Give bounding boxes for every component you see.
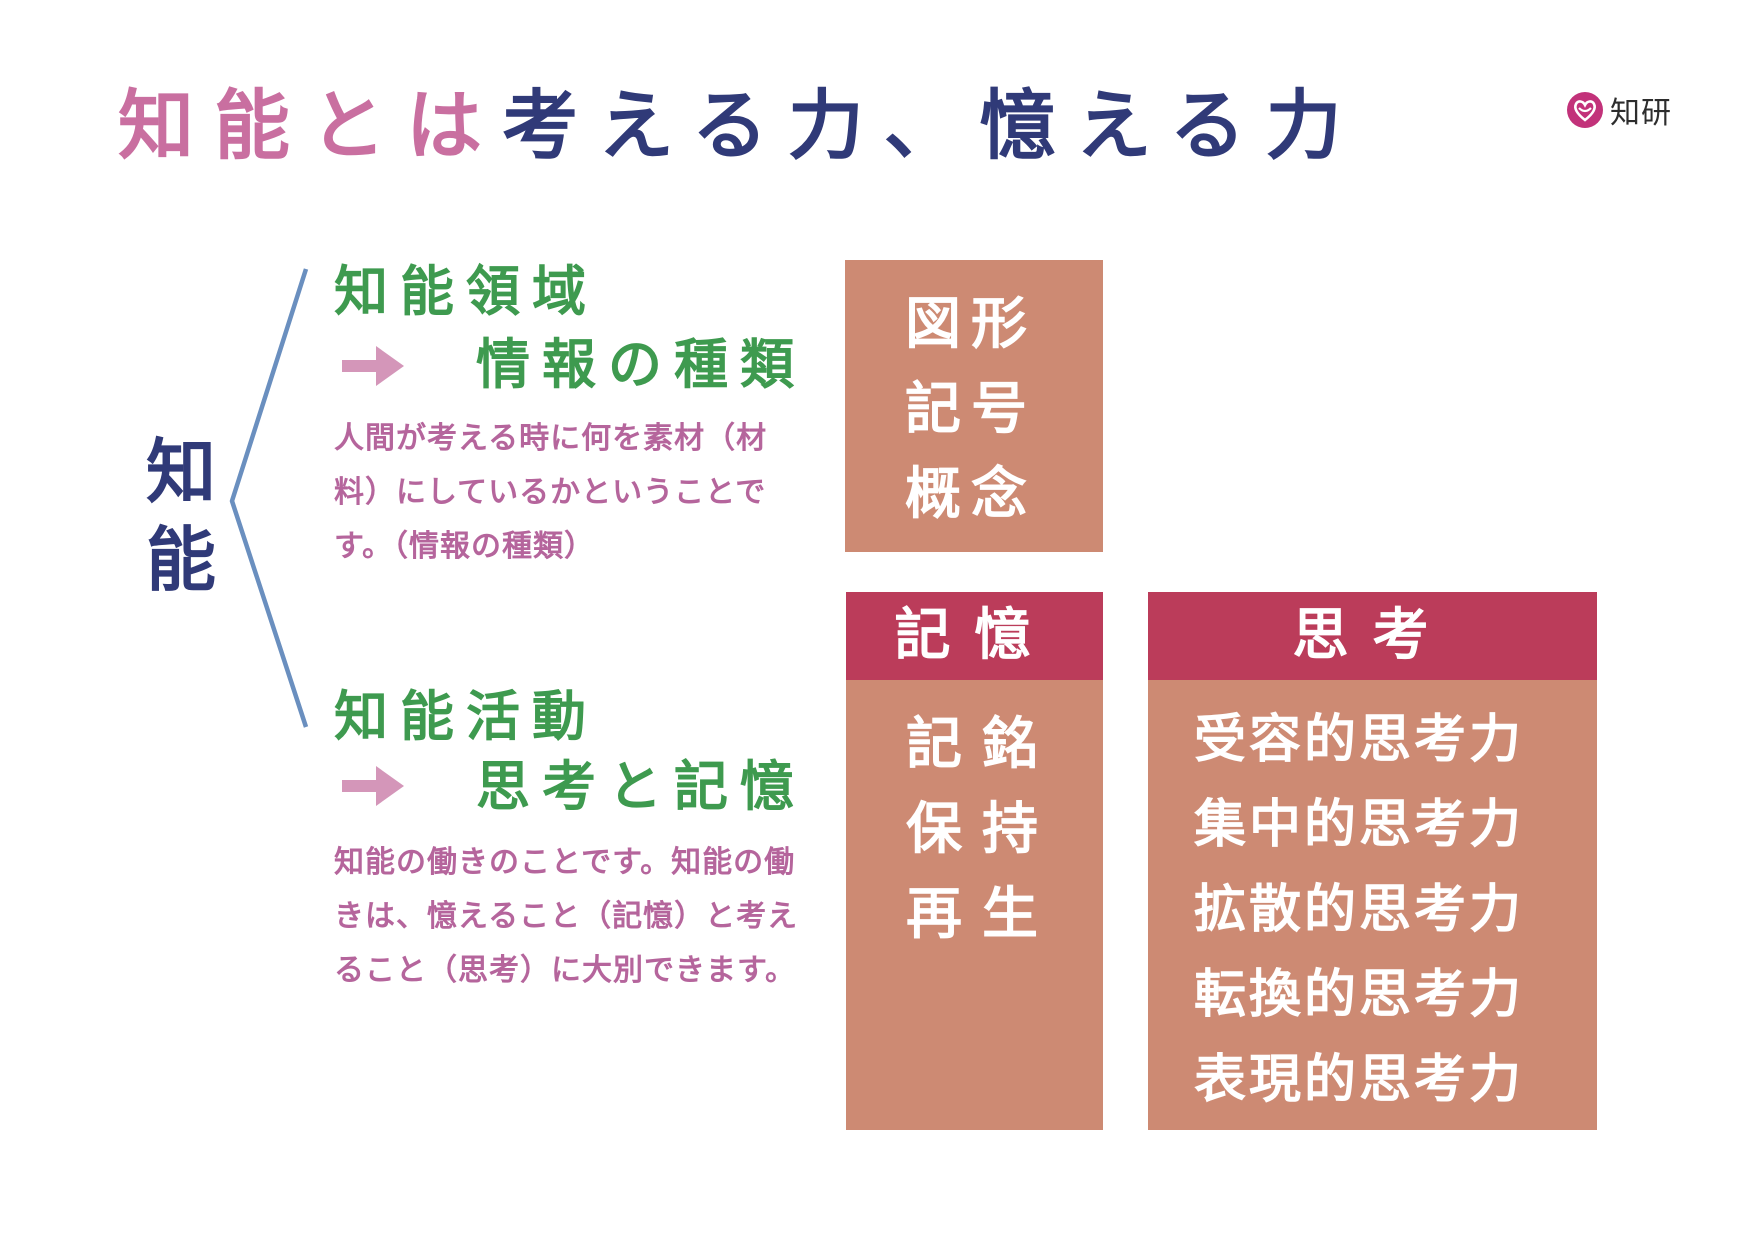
intelligence-label: 知 能 xyxy=(146,428,216,604)
memory-box: 記憶 記銘 保持 再生 xyxy=(846,592,1103,1130)
list-item: 集中的思考力 xyxy=(1194,795,1525,855)
heart-emblem-icon xyxy=(1567,92,1603,128)
information-types-list: 図形 記号 概念 xyxy=(845,260,1103,537)
domain-heading: 知能領域 xyxy=(334,260,598,323)
thinking-box: 思考 受容的思考力 集中的思考力 拡散的思考力 転換的思考力 表現的思考力 xyxy=(1148,592,1597,1130)
domain-subheading: 情報の種類 xyxy=(476,333,806,396)
domain-description: 人間が考える時に何を素材（材料）にしているかということです。（情報の種類） xyxy=(334,421,768,564)
memory-list: 記銘 保持 再生 xyxy=(846,680,1103,957)
list-item: 保持 xyxy=(906,797,1058,862)
intelligence-label-char-2: 能 xyxy=(146,519,216,601)
list-item: 図形 xyxy=(905,292,1037,357)
thinking-box-header: 思考 xyxy=(1148,592,1597,680)
list-item: 受容的思考力 xyxy=(1194,710,1525,770)
list-item: 再生 xyxy=(906,882,1058,947)
list-item: 記号 xyxy=(905,377,1037,442)
branch-bracket xyxy=(229,268,309,728)
logo-text: 知研 xyxy=(1610,96,1672,131)
memory-box-header: 記憶 xyxy=(846,592,1103,680)
activity-heading: 知能活動 xyxy=(334,685,598,748)
thinking-list: 受容的思考力 集中的思考力 拡散的思考力 転換的思考力 表現的思考力 xyxy=(1148,680,1597,1123)
list-item: 記銘 xyxy=(906,712,1058,777)
list-item: 表現的思考力 xyxy=(1194,1050,1525,1110)
title-part-2: 考える力、憶える力 xyxy=(502,81,1362,170)
title-part-1: 知能とは xyxy=(118,81,502,170)
information-types-box: 図形 記号 概念 xyxy=(845,260,1103,552)
page-title: 知能とは考える力、憶える力 xyxy=(118,88,1361,164)
brand-logo: 知研 xyxy=(1566,88,1672,132)
list-item: 拡散的思考力 xyxy=(1194,880,1525,940)
list-item: 転換的思考力 xyxy=(1194,965,1525,1025)
intelligence-label-char-1: 知 xyxy=(146,431,216,513)
right-arrow-icon xyxy=(342,346,404,386)
activity-description: 知能の働きのことです。知能の働きは、憶えること（記憶）と考えること（思考）に大別… xyxy=(334,845,799,988)
right-arrow-icon xyxy=(342,766,404,806)
list-item: 概念 xyxy=(905,462,1037,527)
activity-subheading: 思考と記憶 xyxy=(476,755,806,818)
